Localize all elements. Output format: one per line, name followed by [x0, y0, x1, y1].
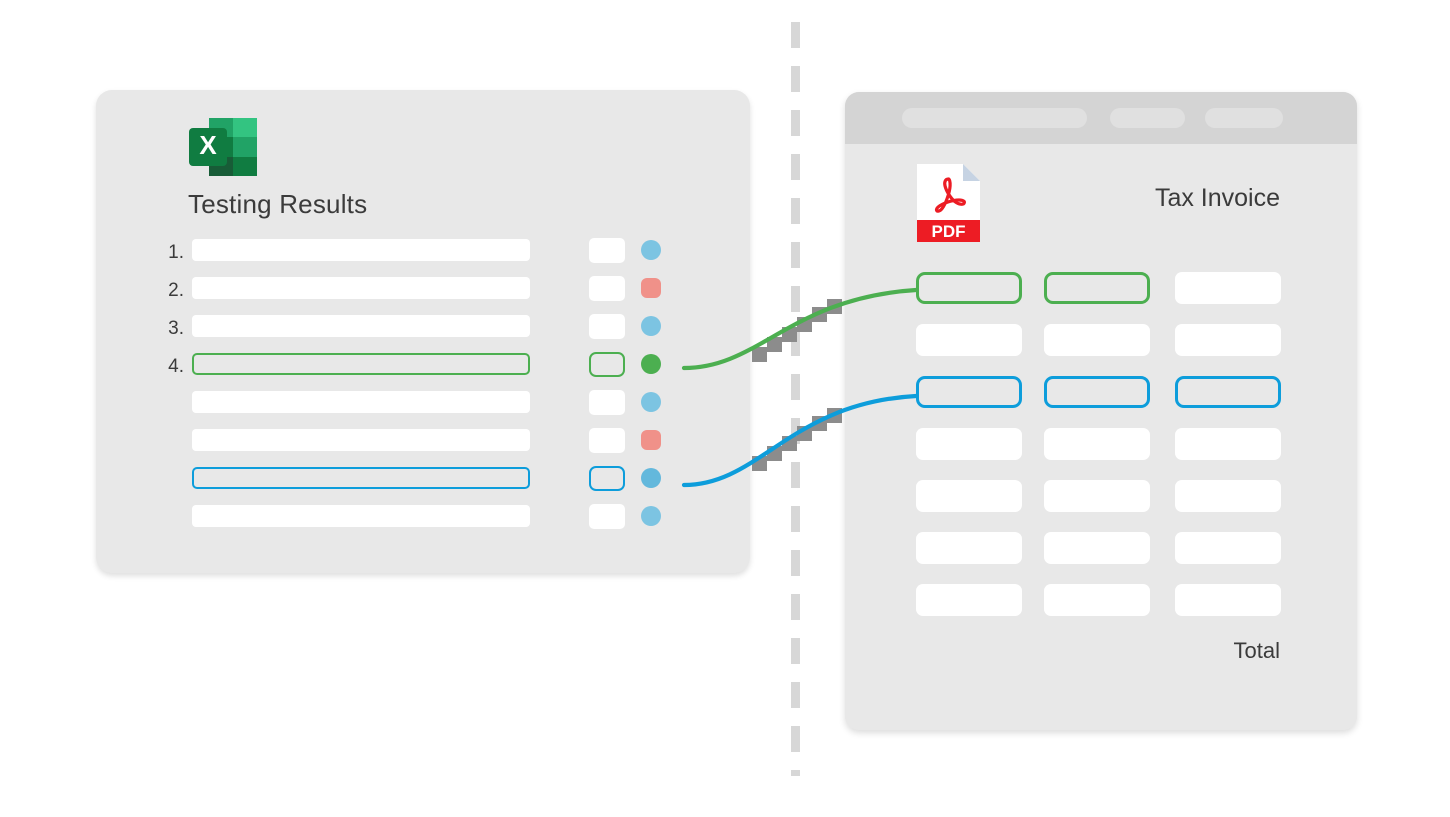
- results-list: 1. 2. 3. 4.: [96, 238, 750, 542]
- invoice-cell[interactable]: [1175, 428, 1281, 460]
- chrome-tab-3[interactable]: [1205, 108, 1283, 128]
- invoice-cell[interactable]: [916, 480, 1022, 512]
- row-number: 4.: [168, 356, 184, 377]
- row-field[interactable]: [192, 277, 530, 299]
- invoice-cell-highlighted[interactable]: [1044, 272, 1150, 304]
- invoice-cell-highlighted[interactable]: [916, 376, 1022, 408]
- status-indicator: [641, 240, 661, 260]
- invoice-cell[interactable]: [1044, 532, 1150, 564]
- invoice-cell-highlighted[interactable]: [1175, 376, 1281, 408]
- row-field[interactable]: [192, 505, 530, 527]
- row-field[interactable]: [192, 353, 530, 375]
- list-item-highlighted-green[interactable]: 4.: [96, 352, 750, 390]
- svg-text:PDF: PDF: [932, 222, 966, 241]
- table-row[interactable]: [916, 376, 1288, 428]
- invoice-cell[interactable]: [1044, 324, 1150, 356]
- invoice-cell-highlighted[interactable]: [916, 272, 1022, 304]
- document-body: PDF Tax Invoice: [845, 144, 1357, 730]
- pdf-window[interactable]: PDF Tax Invoice: [845, 92, 1357, 730]
- invoice-cell[interactable]: [916, 584, 1022, 616]
- status-indicator: [641, 430, 661, 450]
- invoice-cell[interactable]: [916, 428, 1022, 460]
- invoice-cell[interactable]: [1175, 272, 1281, 304]
- window-chrome: [845, 92, 1357, 144]
- list-item[interactable]: 1.: [96, 238, 750, 276]
- row-field[interactable]: [192, 391, 530, 413]
- status-indicator: [641, 468, 661, 488]
- row-checkbox[interactable]: [589, 504, 625, 529]
- table-row[interactable]: [916, 324, 1288, 376]
- vertical-dashed-divider: [791, 22, 800, 776]
- row-checkbox[interactable]: [589, 238, 625, 263]
- page-title: Testing Results: [188, 189, 368, 219]
- invoice-cell[interactable]: [916, 532, 1022, 564]
- row-checkbox[interactable]: [589, 428, 625, 453]
- invoice-cell[interactable]: [1175, 584, 1281, 616]
- chrome-tab-2[interactable]: [1110, 108, 1185, 128]
- status-indicator: [641, 354, 661, 374]
- svg-text:X: X: [199, 130, 217, 160]
- table-row[interactable]: [916, 272, 1288, 324]
- invoice-cell[interactable]: [1175, 324, 1281, 356]
- table-row[interactable]: [916, 480, 1288, 532]
- excel-window[interactable]: X Testing Results 1. 2. 3.: [96, 90, 750, 573]
- invoice-cell[interactable]: [916, 324, 1022, 356]
- table-row[interactable]: [916, 428, 1288, 480]
- row-checkbox[interactable]: [589, 466, 625, 491]
- list-item[interactable]: [96, 390, 750, 428]
- table-row[interactable]: [916, 532, 1288, 584]
- row-field[interactable]: [192, 467, 530, 489]
- invoice-cell[interactable]: [1175, 532, 1281, 564]
- row-checkbox[interactable]: [589, 314, 625, 339]
- invoice-cell[interactable]: [1044, 480, 1150, 512]
- list-item[interactable]: [96, 504, 750, 542]
- row-checkbox[interactable]: [589, 390, 625, 415]
- row-field[interactable]: [192, 239, 530, 261]
- excel-icon: X: [189, 116, 259, 178]
- pdf-icon: PDF: [917, 164, 980, 242]
- chrome-tab-1[interactable]: [902, 108, 1087, 128]
- invoice-title: Tax Invoice: [1154, 184, 1280, 212]
- invoice-cell[interactable]: [1044, 584, 1150, 616]
- list-item[interactable]: 3.: [96, 314, 750, 352]
- list-item-highlighted-blue[interactable]: [96, 466, 750, 504]
- invoice-grid: [916, 272, 1288, 636]
- invoice-cell[interactable]: [1175, 480, 1281, 512]
- row-field[interactable]: [192, 315, 530, 337]
- row-checkbox[interactable]: [589, 352, 625, 377]
- row-checkbox[interactable]: [589, 276, 625, 301]
- total-label: Total: [1233, 638, 1280, 663]
- status-indicator: [641, 506, 661, 526]
- row-number: 2.: [168, 280, 184, 301]
- status-indicator: [641, 278, 661, 298]
- list-item[interactable]: 2.: [96, 276, 750, 314]
- invoice-cell[interactable]: [1044, 428, 1150, 460]
- status-indicator: [641, 392, 661, 412]
- row-number: 1.: [168, 242, 184, 263]
- status-indicator: [641, 316, 661, 336]
- row-field[interactable]: [192, 429, 530, 451]
- list-item[interactable]: [96, 428, 750, 466]
- invoice-cell-highlighted[interactable]: [1044, 376, 1150, 408]
- row-number: 3.: [168, 318, 184, 339]
- table-row[interactable]: [916, 584, 1288, 636]
